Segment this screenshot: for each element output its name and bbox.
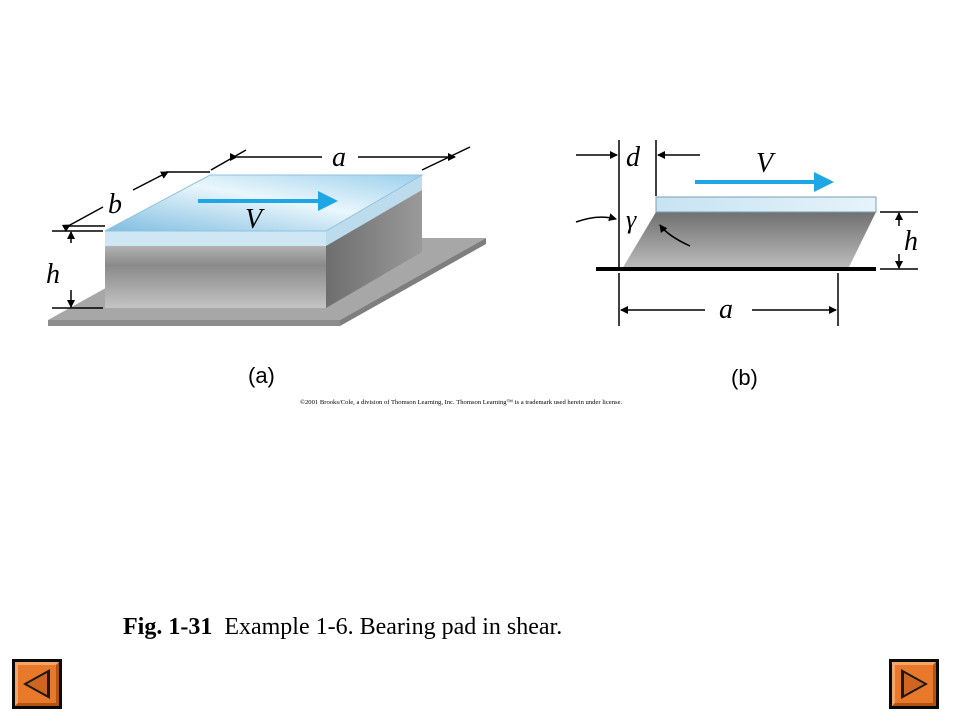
previous-slide-button[interactable] (12, 659, 62, 709)
velocity-arrow-b (695, 172, 834, 192)
dimension-gamma-arrow (575, 213, 691, 247)
dimension-h-label-b: h (904, 226, 918, 257)
panel-a: V a b (46, 142, 486, 388)
dimension-a-arrow-b (618, 273, 839, 326)
sheared-pad-top-plate (655, 196, 877, 213)
figure-number: Fig. 1-31 (123, 614, 213, 640)
panel-b: V d γ h (575, 140, 918, 390)
figure-caption: Fig. 1-31 Example 1-6. Bearing pad in sh… (123, 614, 562, 641)
velocity-label-b: V (756, 148, 776, 179)
panel-b-label: (b) (731, 365, 758, 390)
triangle-right-icon (892, 662, 936, 706)
dimension-b-arrow (61, 171, 210, 232)
dimension-b-label: b (108, 189, 122, 220)
triangle-left-icon (15, 662, 59, 706)
pad-side-face (326, 175, 422, 308)
dimension-a-label: a (332, 142, 346, 173)
dimension-h-arrow-b (880, 211, 918, 270)
base-plate-edge (48, 320, 340, 326)
caption-text: Example 1-6. Bearing pad in shear. (224, 614, 563, 640)
panel-a-label: (a) (248, 363, 275, 388)
dimension-h-label: h (46, 259, 60, 290)
dimension-d-label: d (626, 142, 641, 173)
dimension-a-arrow (210, 146, 471, 171)
dimension-h-arrow (52, 230, 103, 309)
dimension-d-arrow (576, 140, 700, 269)
velocity-label-a: V (245, 204, 265, 235)
copyright-notice: ©2001 Brooks/Cole, a division of Thomson… (300, 399, 623, 406)
dimension-gamma-label: γ (626, 205, 637, 234)
dimension-a-label-b: a (719, 294, 733, 325)
next-slide-button[interactable] (889, 659, 939, 709)
velocity-arrow-a (198, 191, 338, 211)
sheared-pad-body (622, 212, 876, 269)
